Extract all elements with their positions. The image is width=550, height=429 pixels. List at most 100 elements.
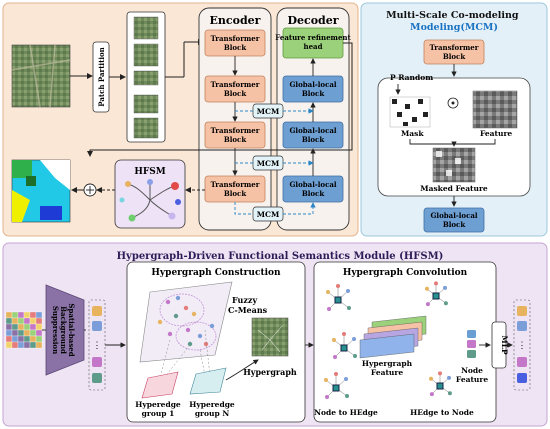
mask-label: Mask xyxy=(401,129,424,138)
hyperedge-group-n-plane xyxy=(189,367,227,395)
mcm-box: MCM xyxy=(252,206,284,222)
graph-node xyxy=(325,395,329,399)
graph-node xyxy=(327,307,331,311)
mlp-label: MLP xyxy=(500,335,509,355)
graph-hub xyxy=(332,384,340,392)
feature-grid xyxy=(472,90,518,129)
grid-cell xyxy=(29,323,37,331)
grid-cell xyxy=(5,341,13,349)
graph-node xyxy=(332,338,336,342)
hypergraph-feature-stack xyxy=(359,315,427,359)
convolution-title: Hypergraph Convolution xyxy=(343,268,468,278)
patch-partition-label: Patch Partition xyxy=(97,47,106,106)
hfsm-panel-title: Hypergraph-Driven Functional Semantics M… xyxy=(117,251,444,262)
grid-cell xyxy=(17,311,25,319)
background-suppression: Spatial-basedBackgroundSuppression xyxy=(45,284,85,376)
token-column-input: ⋮ xyxy=(88,299,106,391)
grid-cell xyxy=(29,311,37,319)
grid-cell xyxy=(11,329,19,337)
graph-hub xyxy=(436,382,444,390)
grid-cell xyxy=(5,317,13,325)
grid-cell xyxy=(17,341,25,349)
feature-label: Feature xyxy=(480,129,512,138)
graph-node xyxy=(447,375,451,380)
graph-node xyxy=(443,301,448,306)
hypergraph-overlay xyxy=(257,325,283,353)
hypergraph-label: Hypergraph xyxy=(243,367,297,377)
node-feature-column xyxy=(467,330,476,358)
grid-cell xyxy=(23,323,31,331)
grid-cell xyxy=(29,335,37,343)
hfsm-input-grid xyxy=(5,311,43,349)
grid-cell xyxy=(11,311,19,319)
cluster-point xyxy=(203,341,209,347)
arrow-to-hypergraph xyxy=(225,359,259,381)
mcm-merge-arrows xyxy=(409,139,496,147)
node-to-hedge-label: Node to HEdge xyxy=(314,408,378,417)
graph-node xyxy=(447,391,452,396)
grid-cell xyxy=(35,329,43,337)
mlp-box: MLP xyxy=(491,321,509,369)
cluster-ellipse xyxy=(159,293,205,327)
graph-hub xyxy=(334,296,342,304)
graph-node xyxy=(425,286,429,291)
graph-node xyxy=(352,337,356,341)
cluster-point xyxy=(167,331,173,337)
grid-cell xyxy=(11,335,19,343)
fuzzy-plane xyxy=(139,281,233,363)
grid-cell xyxy=(35,311,43,319)
mcm-label: MCM xyxy=(257,210,280,219)
graph-node xyxy=(425,302,430,307)
grid-cell xyxy=(11,317,19,325)
grid-cell xyxy=(5,335,13,343)
token-column-output: ⋮ xyxy=(513,299,531,391)
cluster-point xyxy=(183,305,189,311)
graph-node xyxy=(333,355,337,359)
grid-cell xyxy=(17,329,25,337)
graph-node xyxy=(324,378,328,382)
grid-cell xyxy=(35,341,43,349)
grid-cell xyxy=(23,317,31,325)
graph-node xyxy=(345,394,349,398)
suppression-label: Spatial-basedBackgroundSuppression xyxy=(51,303,76,356)
masked-feature-label: Masked Feature xyxy=(420,184,488,193)
grid-cell xyxy=(29,329,37,337)
cluster-ellipse xyxy=(175,321,217,351)
hedge-to-node-label: HEdge to Node xyxy=(410,408,474,417)
grid-cell xyxy=(17,323,25,331)
graph-node xyxy=(429,392,434,397)
cluster-point xyxy=(191,311,197,317)
mcm-label: MCM xyxy=(257,159,280,168)
cluster-point xyxy=(157,319,163,325)
mcm-box: MCM xyxy=(252,155,284,171)
graph-node xyxy=(344,377,348,381)
cluster-point xyxy=(165,299,171,305)
graph-node xyxy=(326,290,330,294)
graph-hub xyxy=(432,292,440,300)
grid-cell xyxy=(5,323,13,331)
mask-grid xyxy=(389,96,431,128)
patch-tile xyxy=(133,94,159,114)
grid-cell xyxy=(17,335,25,343)
mcm-label: MCM xyxy=(257,107,280,116)
grid-cell xyxy=(23,335,31,343)
graph-node xyxy=(443,285,447,290)
projection-lines xyxy=(159,329,211,379)
masked-feature-grid xyxy=(432,147,476,183)
grid-cell xyxy=(29,341,37,349)
input-image xyxy=(11,44,71,108)
